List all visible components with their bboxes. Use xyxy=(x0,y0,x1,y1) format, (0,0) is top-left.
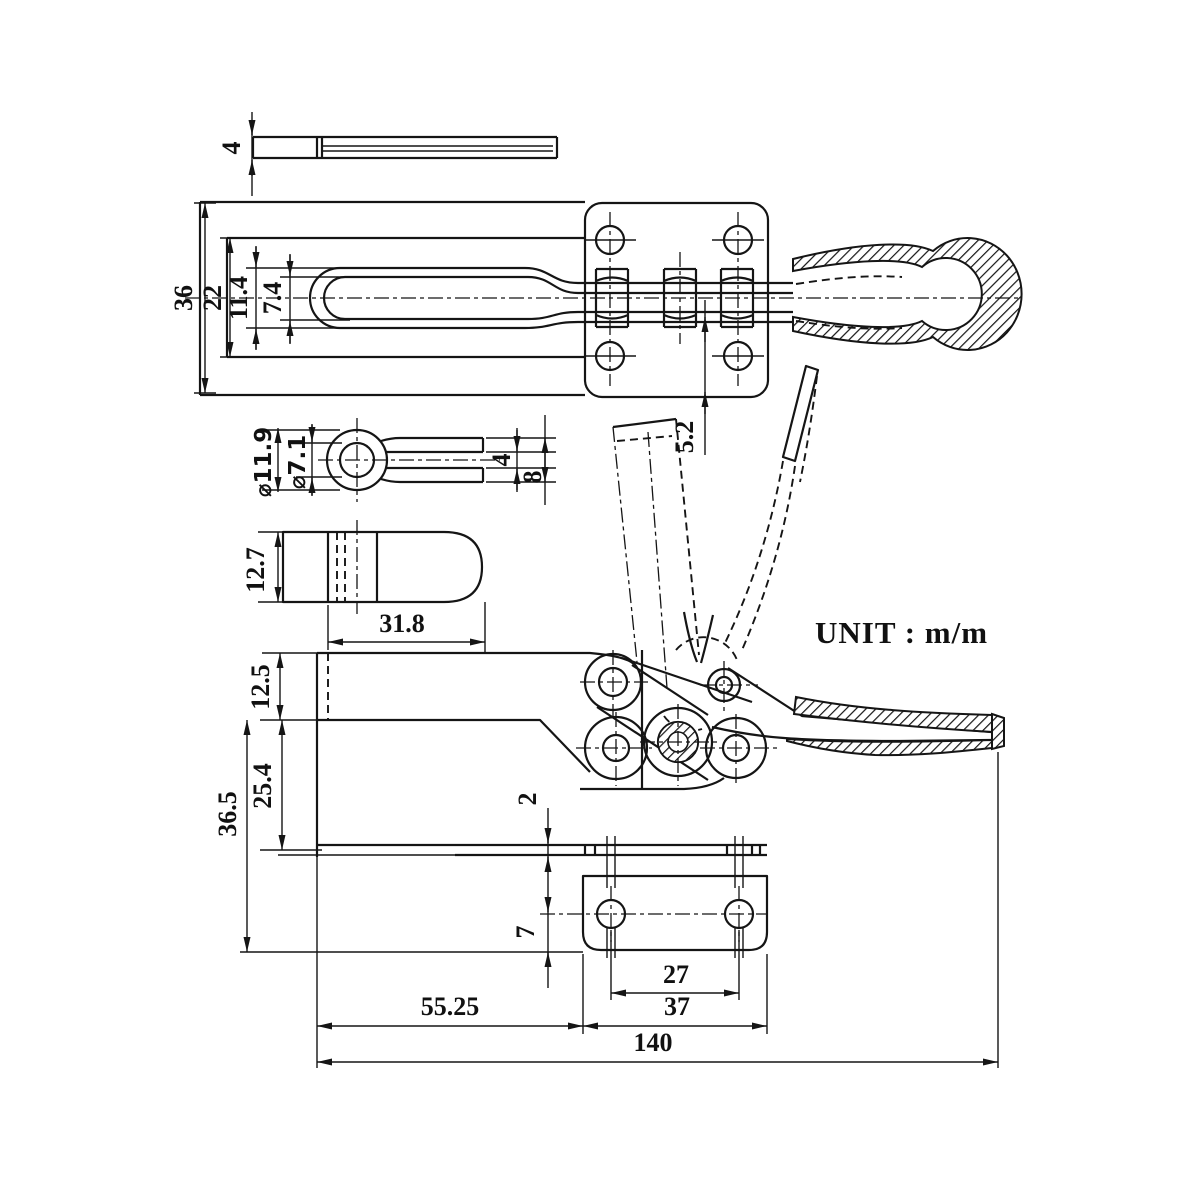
side-view xyxy=(278,364,1005,888)
dim-arm-section-height: 12.5 xyxy=(246,664,275,710)
dim-bracket-drop: 25.4 xyxy=(248,763,277,809)
base-plate-front-view xyxy=(540,874,769,958)
dim-base-width: 37 xyxy=(664,992,690,1021)
dim-rod-offset: 5.2 xyxy=(670,421,699,454)
dim-bar-thickness: 4 xyxy=(217,142,246,155)
arm-slot xyxy=(308,266,579,330)
unit-note: UNIT : m/m xyxy=(815,615,988,650)
handle-side-view xyxy=(711,667,1005,757)
dim-bracket-to-base: 55.25 xyxy=(421,992,480,1021)
flat-bar-edge-view: 4 xyxy=(217,112,559,196)
plan-view: 5.2 36 22 11.4 7.4 xyxy=(169,200,1023,455)
dim-slot-width: 7.4 xyxy=(258,282,287,315)
dim-flange-thickness: 2 xyxy=(513,793,542,806)
pad-view: 12.7 31.8 xyxy=(241,520,486,652)
mounting-holes-top xyxy=(584,212,764,386)
eye-fork-view: ⌀11.9 ⌀7.1 4 8 xyxy=(251,415,556,505)
dim-fork-slot-width: 4 xyxy=(487,454,516,467)
dim-fork-overall-width: 8 xyxy=(518,471,547,484)
dim-arm-width: 22 xyxy=(198,285,227,311)
dim-hole-spacing: 27 xyxy=(663,960,689,989)
dim-pad-height: 12.7 xyxy=(241,547,270,593)
threaded-rod xyxy=(578,281,793,324)
base-plate-top-view xyxy=(583,201,770,399)
pivot-linkage xyxy=(576,636,778,786)
dim-overall-length: 140 xyxy=(634,1028,673,1057)
handle-grip-top-view xyxy=(792,237,1023,351)
handle-raised xyxy=(723,364,820,651)
dim-eye-outer-diameter: ⌀11.9 xyxy=(251,427,277,498)
dim-bracket-height: 36.5 xyxy=(213,791,242,837)
ubolt-arm-raised xyxy=(612,417,715,689)
dim-eye-hole-diameter: ⌀7.1 xyxy=(285,435,311,490)
dim-slot-boss-width: 11.4 xyxy=(224,276,253,320)
dim-base-plate-width: 36 xyxy=(169,285,198,311)
lower-dims: 12.5 25.4 36.5 2 7 27 37 55.25 140 xyxy=(213,652,999,1068)
dim-pad-length: 31.8 xyxy=(379,609,425,638)
base-flange-side xyxy=(278,836,767,888)
dim-hole-edge-distance: 7 xyxy=(511,926,540,939)
plan-view-dims: 36 22 11.4 7.4 xyxy=(169,202,350,394)
